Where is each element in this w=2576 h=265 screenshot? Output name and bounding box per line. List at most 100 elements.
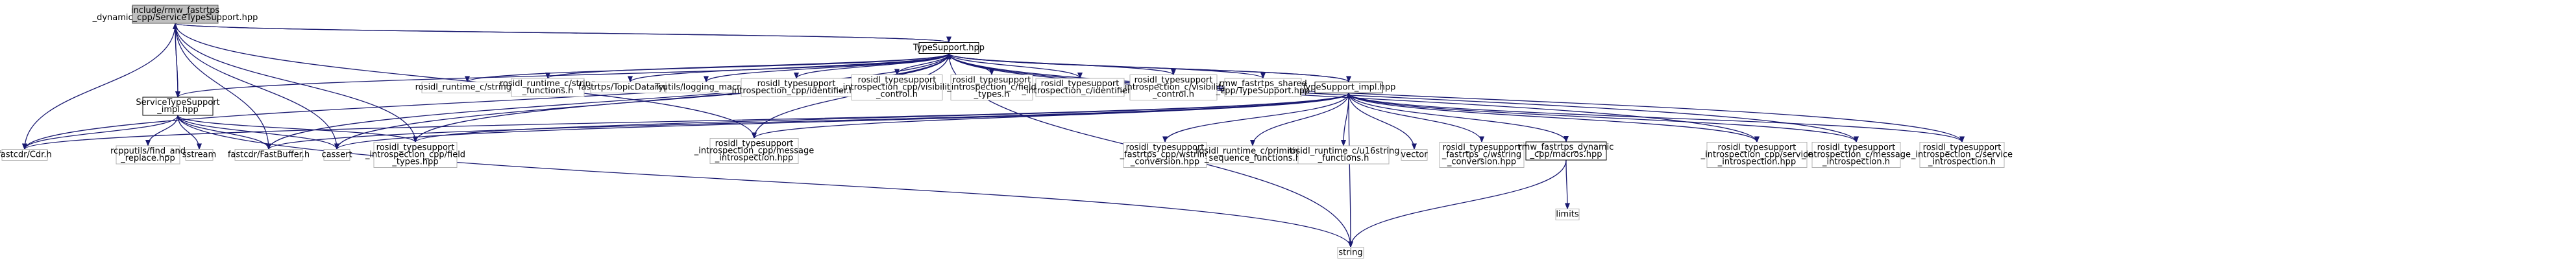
file-node: rosidl_typesupport_introspection_cpp/vis… bbox=[838, 75, 955, 100]
include-edge bbox=[948, 53, 1965, 143]
file-node-box bbox=[741, 78, 852, 97]
include-edge bbox=[752, 92, 1349, 139]
file-node: fastcdr/Cdr.h bbox=[0, 149, 52, 161]
include-edge bbox=[145, 115, 178, 146]
file-node-label: rosidl_runtime_c/string bbox=[500, 79, 596, 89]
file-node: rosidl_typesupport_fastrtps_cpp/wstring_… bbox=[1120, 142, 1210, 168]
file-node-label: fastrtps/TopicDataType.h bbox=[578, 83, 682, 93]
file-node-label: _cpp/TypeSupport.hpp bbox=[1216, 86, 1310, 96]
file-node: rosidl_typesupport_introspection_cpp/fie… bbox=[365, 142, 465, 168]
file-node-box bbox=[511, 78, 585, 97]
file-node-label: cassert bbox=[321, 150, 352, 160]
file-node-label: _dynamic_cpp/ServiceTypeSupport.hpp bbox=[92, 13, 258, 23]
file-node[interactable]: TypeSupport_impl.hpp bbox=[1301, 82, 1396, 93]
file-nodes: include/rmw_fastrtps_dynamic_cpp/Service… bbox=[0, 5, 2013, 259]
include-edge bbox=[175, 23, 418, 143]
file-node-label: _functions.h bbox=[1318, 154, 1369, 163]
file-node-label: rosidl_typesupport bbox=[1923, 143, 2002, 153]
include-edge bbox=[704, 52, 950, 83]
file-node-box bbox=[1, 149, 48, 161]
include-edge bbox=[946, 52, 1349, 83]
file-node-label: sstream bbox=[182, 150, 216, 160]
file-node-box bbox=[185, 149, 214, 161]
file-node-label: _introspection_cpp/visibility bbox=[838, 83, 955, 93]
file-node-label: rosidl_typesupport bbox=[757, 79, 836, 89]
file-node-label: _introspection_cpp/identifier.hpp bbox=[727, 86, 865, 96]
file-node-label: _introspection_c/visibility bbox=[1120, 83, 1226, 93]
file-node: rosidl_runtime_c/string.h bbox=[415, 82, 520, 93]
file-node-label: _introspection_c/field bbox=[946, 83, 1037, 93]
file-node-box bbox=[1401, 149, 1428, 161]
file-node-box bbox=[373, 142, 458, 168]
file-node: vector bbox=[1401, 149, 1428, 161]
include-edge bbox=[175, 23, 757, 139]
file-node-label: _introspection_c/identifier.h bbox=[1021, 86, 1138, 96]
file-node-label: _control.h bbox=[1152, 90, 1194, 100]
file-node: cassert bbox=[321, 149, 352, 161]
file-node: rosidl_typesupport_introspection_c/field… bbox=[946, 75, 1037, 100]
file-node-box bbox=[709, 138, 799, 164]
include-edge bbox=[1162, 93, 1349, 143]
file-node-label: _types.h bbox=[974, 90, 1010, 100]
file-node-label: TypeSupport_impl.hpp bbox=[1301, 83, 1396, 93]
include-edge bbox=[177, 115, 271, 150]
file-node: rosidl_typesupport_introspection_cpp/ide… bbox=[727, 78, 865, 97]
file-node-label: fastcdr/FastBuffer.h bbox=[228, 150, 310, 160]
file-node-label: rosidl_typesupport bbox=[858, 76, 937, 86]
file-node-label: _functions.h bbox=[522, 86, 574, 96]
file-node-label: rosidl_runtime_c/string.h bbox=[415, 83, 520, 93]
file-node-label: _introspection.hpp bbox=[715, 154, 793, 163]
file-node-label: rosidl_typesupport bbox=[1041, 79, 1120, 89]
include-edge bbox=[1348, 93, 1859, 143]
file-node-box bbox=[1123, 142, 1207, 168]
file-node[interactable]: rmw_fastrtps_dynamic_cpp/macros.hpp bbox=[1519, 141, 1614, 161]
include-edge bbox=[1250, 93, 1349, 146]
include-edge bbox=[266, 53, 950, 150]
include-edge bbox=[948, 53, 1859, 143]
file-node: rmw_fastrtps_shared_cpp/TypeSupport.hpp bbox=[1216, 78, 1310, 97]
file-node[interactable]: include/rmw_fastrtps_dynamic_cpp/Service… bbox=[92, 5, 258, 24]
file-node-label: _conversion.hpp bbox=[1130, 157, 1199, 167]
file-node-box bbox=[1129, 75, 1218, 100]
include-edge bbox=[1348, 92, 1965, 143]
include-edge bbox=[1348, 93, 1484, 143]
file-node-label: rmw_fastrtps_shared bbox=[1219, 79, 1307, 89]
include-edge bbox=[177, 115, 418, 143]
file-node-label: _introspection_c/service bbox=[1911, 150, 2013, 160]
dependency-edges bbox=[22, 23, 1965, 248]
file-node: string bbox=[1337, 247, 1364, 259]
file-node-label: _introspection_cpp/field bbox=[365, 150, 465, 160]
file-node: sstream bbox=[182, 149, 216, 161]
file-node-box bbox=[116, 145, 180, 165]
file-node-label: TypeSupport.hpp bbox=[913, 43, 985, 53]
file-node-label: limits bbox=[1556, 210, 1579, 220]
file-node-box bbox=[1811, 142, 1901, 168]
file-node-label: fastcdr/Cdr.h bbox=[0, 150, 52, 160]
file-node-label: rosidl_typesupport bbox=[1718, 143, 1797, 153]
include-edge bbox=[22, 53, 950, 150]
include-edge bbox=[175, 23, 271, 150]
file-node: rosidl_typesupport_introspection_c/ident… bbox=[1021, 78, 1138, 97]
include-edge bbox=[413, 53, 950, 143]
file-node-label: _introspection.h bbox=[1822, 157, 1890, 167]
file-node-box bbox=[142, 97, 214, 116]
include-edge bbox=[628, 52, 950, 83]
file-node-box bbox=[1035, 78, 1125, 97]
file-node-label: rosidl_typesupport bbox=[715, 139, 794, 149]
include-edge bbox=[1347, 93, 1353, 248]
file-node-label: _sequence_functions.h bbox=[1204, 154, 1301, 163]
file-node-label: rmw_fastrtps_dynamic bbox=[1519, 143, 1614, 152]
file-node-label: rosidl_typesupport bbox=[953, 76, 1031, 86]
file-node: rosidl_typesupport_introspection_cpp/mes… bbox=[694, 138, 814, 164]
include-edge bbox=[1348, 93, 1569, 143]
file-node-box bbox=[1919, 142, 2005, 168]
file-node: fastrtps/TopicDataType.h bbox=[578, 82, 682, 93]
file-node[interactable]: ServiceTypeSupport_impl.hpp bbox=[136, 97, 220, 116]
file-node[interactable]: TypeSupport.hpp bbox=[913, 42, 985, 54]
include-edge bbox=[177, 115, 339, 150]
file-node-label: rosidl_typesupport bbox=[1443, 143, 1521, 153]
include-edge bbox=[794, 53, 950, 79]
include-edge bbox=[948, 53, 1760, 143]
file-node-label: _introspection_cpp/service bbox=[1700, 150, 1813, 160]
file-node-label: rosidl_typesupport bbox=[1135, 76, 1213, 86]
